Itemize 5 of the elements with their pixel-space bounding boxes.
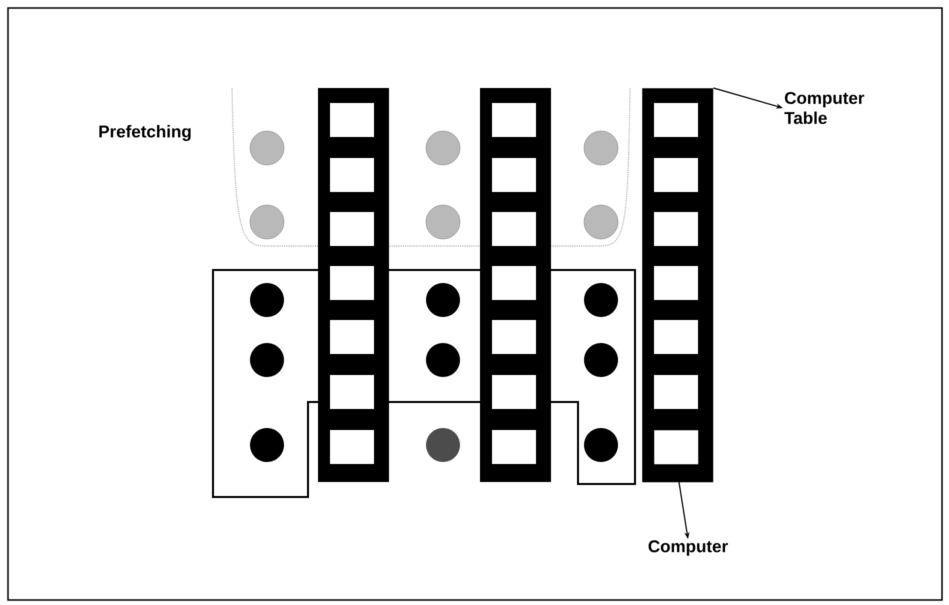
section-label: Prefetching <box>99 125 191 141</box>
callout-text: Computer Table <box>784 92 864 124</box>
computer-cell <box>654 430 698 464</box>
table-drawing <box>642 88 714 482</box>
callout-text: Computer <box>648 540 728 556</box>
